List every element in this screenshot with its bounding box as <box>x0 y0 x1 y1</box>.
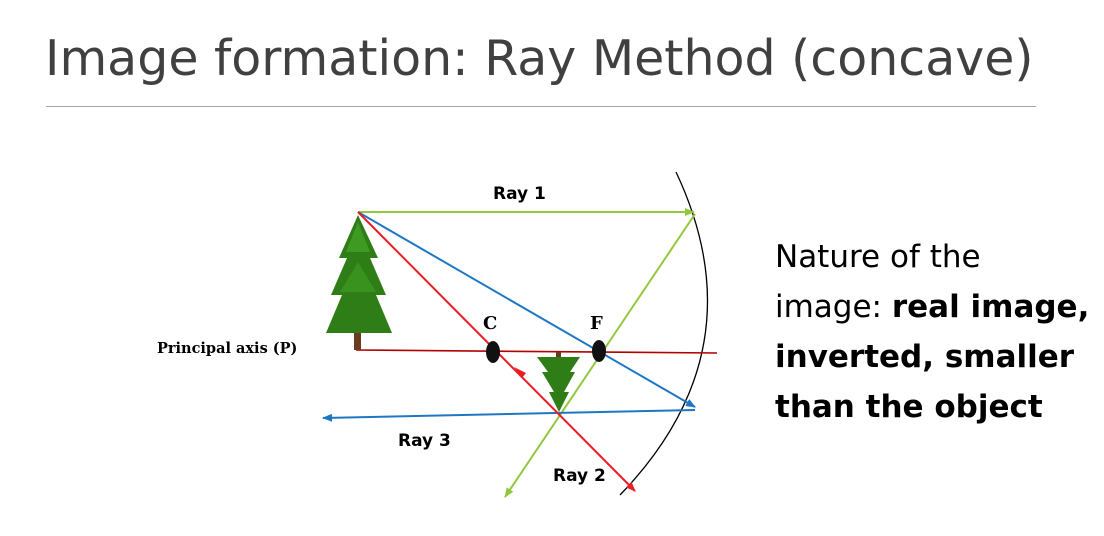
nature-inverted-smaller: inverted, smaller <box>775 339 1075 375</box>
concave-mirror <box>619 171 709 496</box>
nature-line-4: than the object <box>775 382 1100 432</box>
title-underline <box>46 106 1036 107</box>
image-tree <box>537 352 580 412</box>
nature-line-2-prefix: image: <box>775 289 892 325</box>
point-c-label: C <box>483 313 497 334</box>
principal-axis <box>355 349 718 354</box>
nature-line-1: Nature of the <box>775 239 981 275</box>
point-f-marker <box>592 340 606 362</box>
principal-axis-label: Principal axis (P) <box>157 340 297 357</box>
object-tree <box>326 215 392 350</box>
nature-line-2: image: real image, <box>775 282 1100 332</box>
ray2-label: Ray 2 <box>553 466 606 486</box>
nature-than-object: than the object <box>775 389 1043 425</box>
image-nature-description: Nature of the image: real image, inverte… <box>775 232 1100 432</box>
nature-real-image: real image, <box>891 289 1090 325</box>
ray3-incident <box>357 211 696 408</box>
ray3-label: Ray 3 <box>398 431 451 451</box>
point-c-marker <box>486 341 500 363</box>
nature-line-3: inverted, smaller <box>775 332 1100 382</box>
ray2-return-arrow <box>514 367 526 378</box>
point-f-label: F <box>590 313 603 334</box>
slide-title: Image formation: Ray Method (concave) <box>45 30 1034 87</box>
ray1-label: Ray 1 <box>493 184 546 204</box>
ray3-reflected <box>322 409 696 422</box>
